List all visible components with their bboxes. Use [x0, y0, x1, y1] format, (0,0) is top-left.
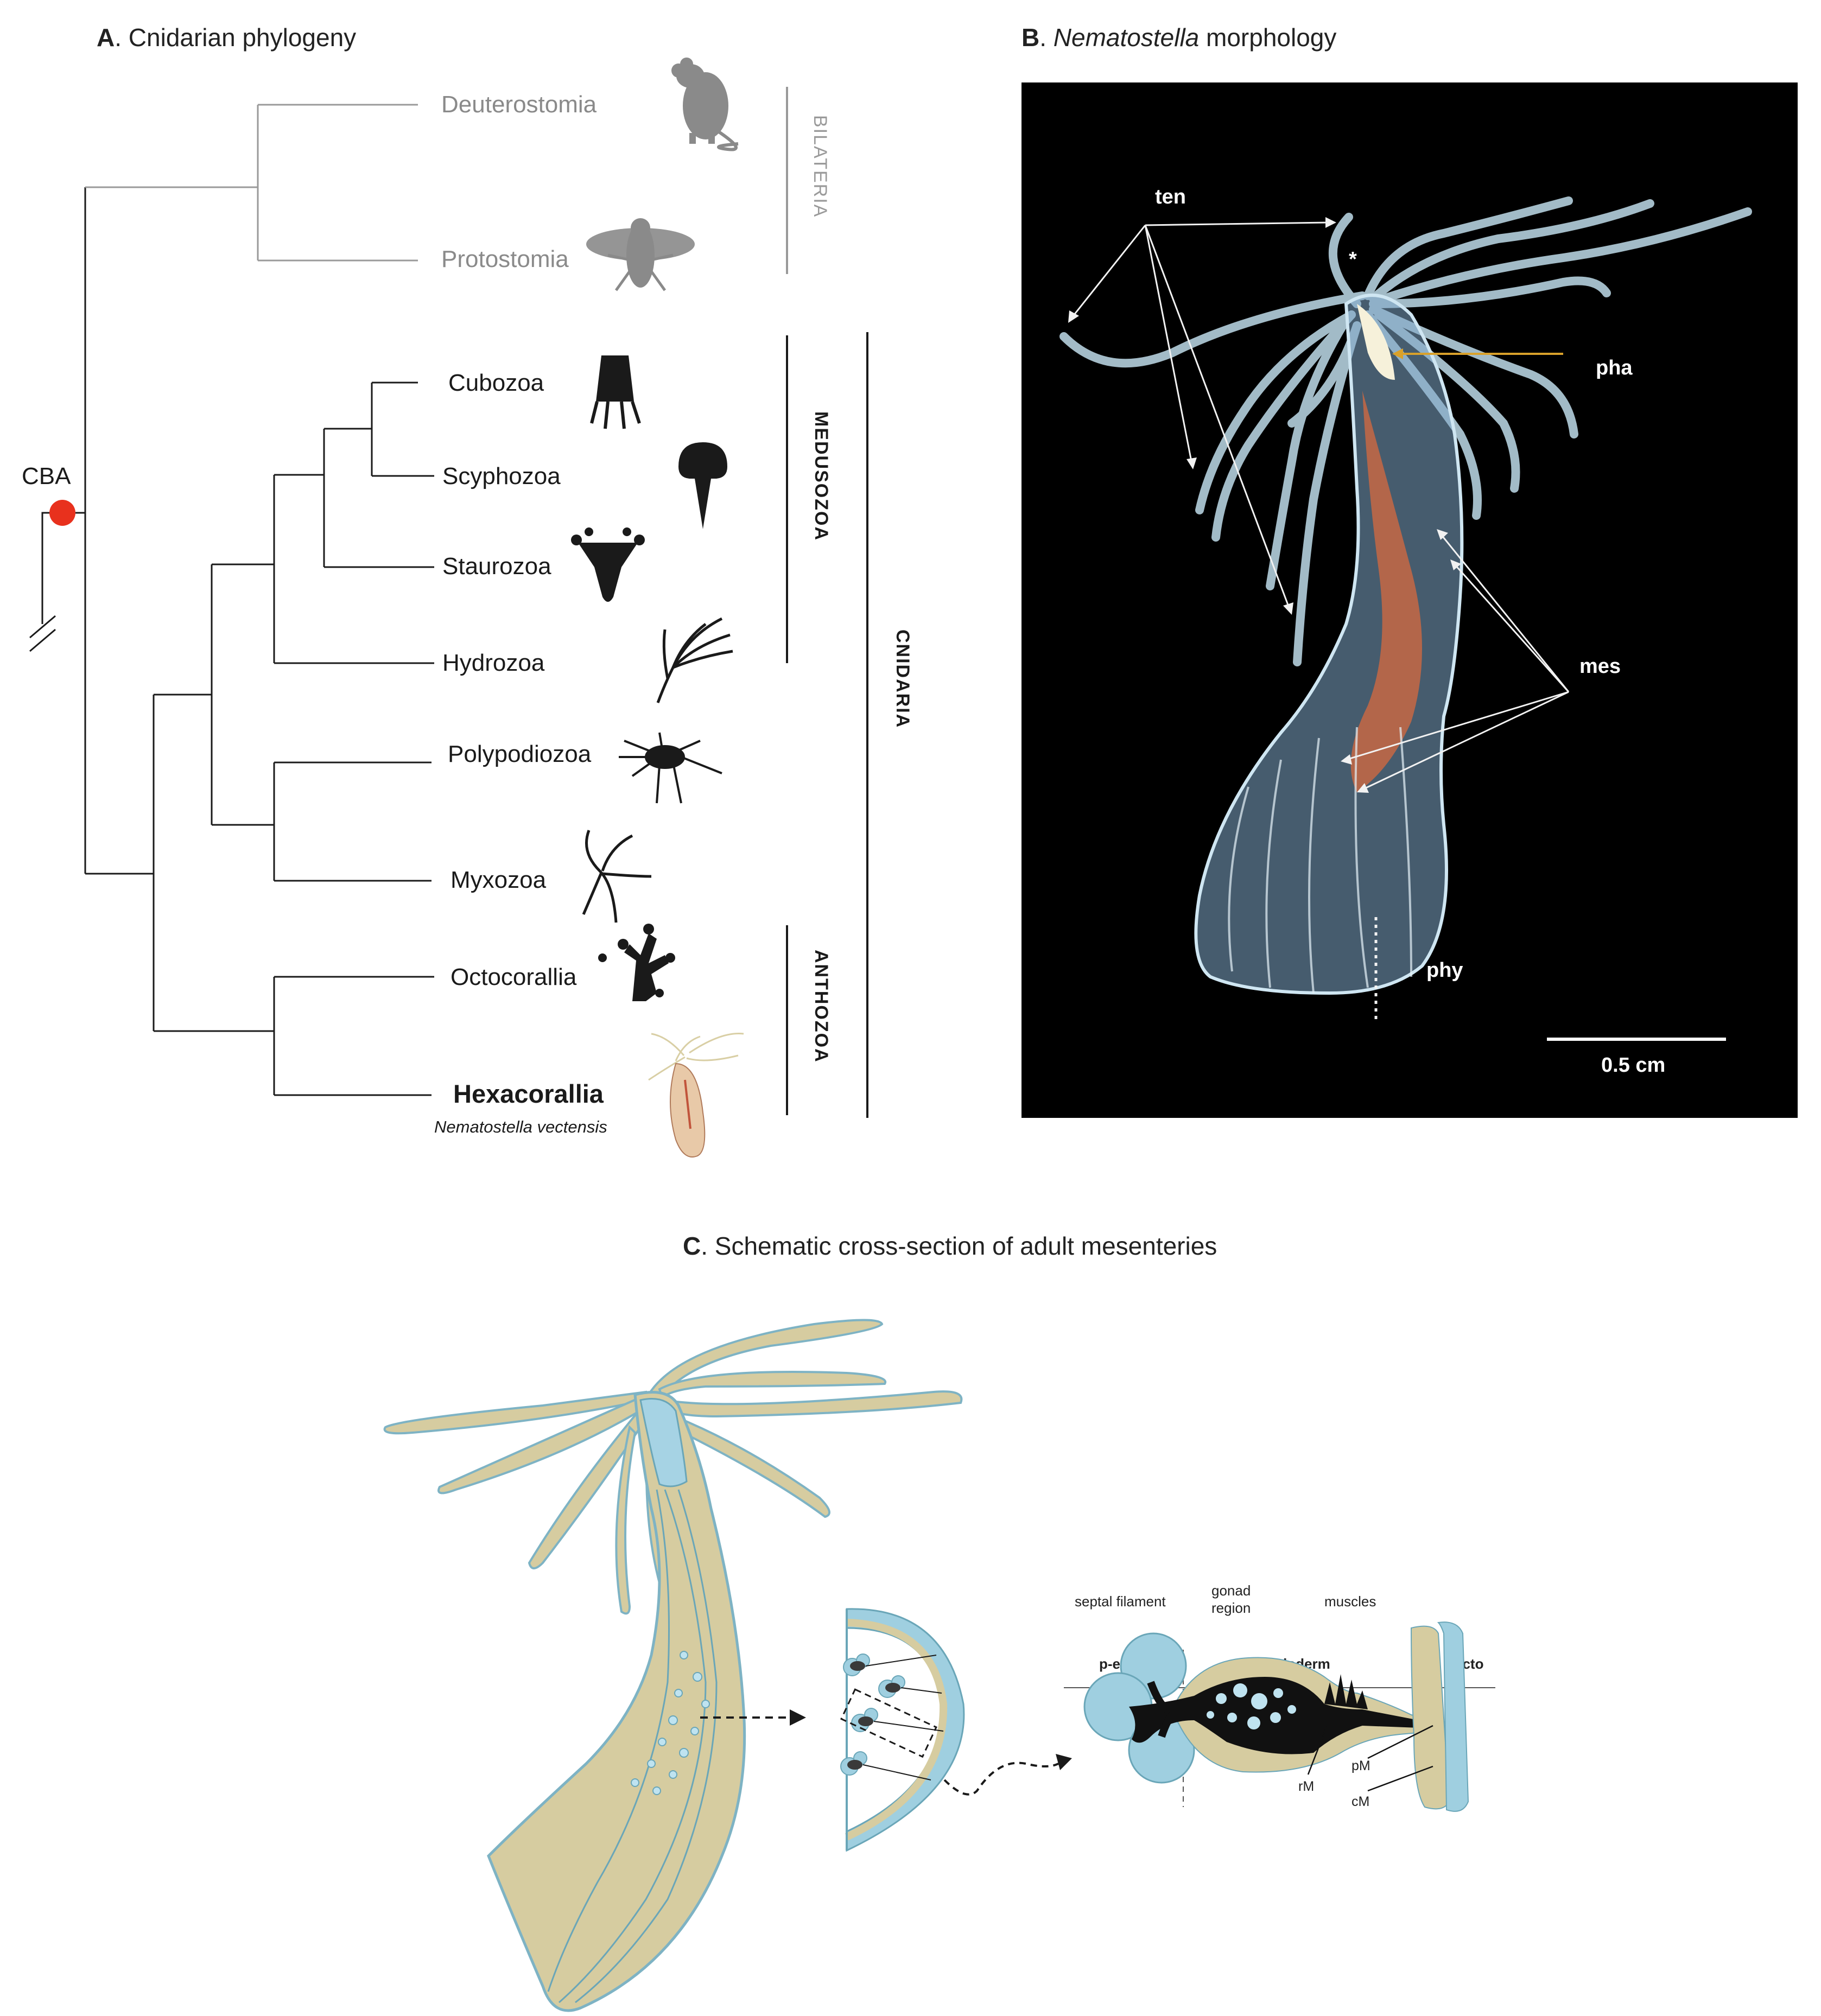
label-gonad-line1: gonad: [1211, 1582, 1251, 1599]
myxozoa-icon: [582, 830, 652, 923]
label-pM: pM: [1352, 1758, 1370, 1773]
tentacles: [1059, 196, 1752, 666]
schematic-column: [487, 1391, 746, 2012]
panel-c-letter: C: [683, 1232, 701, 1260]
taxon-cubozoa: Cubozoa: [448, 370, 544, 396]
taxon-scyphozoa: Scyphozoa: [442, 463, 561, 489]
root-branch: [41, 512, 62, 624]
taxon-deuterostomia: Deuterostomia: [441, 91, 597, 118]
rm-arrow: [1307, 1725, 1328, 1775]
panel-a-title-text: . Cnidarian phylogeny: [115, 23, 356, 52]
staurozoa-icon: [571, 527, 645, 602]
label-muscles: muscles: [1324, 1593, 1376, 1610]
panel-b-title-italic: Nematostella: [1054, 23, 1199, 52]
cm-arrow: [1367, 1765, 1433, 1792]
schematic-pharynx: [639, 1398, 688, 1487]
label-mes: mes: [1579, 655, 1621, 678]
taxon-octocorallia: Octocorallia: [451, 964, 577, 990]
nematostella-photo-drawing: [1059, 196, 1752, 995]
panel-a-letter: A: [97, 23, 115, 52]
taxon-hexacorallia: Hexacorallia: [453, 1079, 604, 1108]
label-septal-filament: septal filament: [1075, 1593, 1166, 1610]
mesoglea-branches: [1147, 1681, 1176, 1738]
dashed-arrow-2: [943, 1761, 1059, 1796]
mesoglea-core: [1129, 1677, 1433, 1754]
panel-a-phylogeny: A. Cnidarian phylogeny CBA: [22, 23, 913, 1158]
gonad-cells: [1207, 1683, 1296, 1729]
clade-anthozoa: ANTHOZOA: [811, 950, 832, 1063]
label-asterisk: *: [1349, 248, 1357, 271]
mesenteries-orange: [1350, 391, 1422, 792]
scyphozoa-icon: [678, 442, 727, 529]
taxon-myxozoa: Myxozoa: [451, 867, 547, 893]
clade-cnidaria: CNIDARIA: [892, 629, 913, 728]
taxon-hydrozoa: Hydrozoa: [442, 650, 545, 676]
panel-b-title-rest: morphology: [1199, 23, 1336, 52]
ten-arrows: [1068, 217, 1336, 615]
pm-arrow: [1367, 1725, 1433, 1759]
nematostella-icon: [648, 1032, 744, 1158]
panel-c-title-text: . Schematic cross-section of adult mesen…: [701, 1232, 1217, 1260]
cubozoa-icon: [590, 355, 641, 429]
panel-b-letter: B: [1021, 23, 1039, 52]
physa-lines: [1228, 727, 1412, 994]
hydrozoa-icon: [656, 617, 733, 703]
polyp-schematic: [383, 1319, 963, 2012]
clade-medusozoa: MEDUSOZOA: [811, 411, 832, 541]
label-pha: pha: [1596, 357, 1633, 379]
mesentery-detail: p-ecto endoderm ecto septal filament gon…: [1064, 1582, 1495, 1812]
body-column: [1194, 294, 1464, 995]
dashed-arrow-2-head: [1056, 1754, 1072, 1770]
label-cM: cM: [1352, 1794, 1369, 1809]
retractor-muscle-folds: [1324, 1674, 1368, 1709]
cba-label: CBA: [22, 463, 71, 489]
label-rM: rM: [1298, 1779, 1314, 1794]
polypodiozoa-icon: [619, 732, 722, 804]
taxon-protostomia: Protostomia: [441, 246, 569, 272]
half-cross-section: [840, 1608, 965, 1852]
panel-b-title: B. Nematostella morphology: [1021, 23, 1336, 52]
fly-icon: [586, 218, 695, 291]
scale-bar-label: 0.5 cm: [1601, 1054, 1665, 1077]
species-nematostella-vectensis: Nematostella vectensis: [434, 1117, 607, 1136]
root-break-mark-1: [29, 615, 56, 639]
label-gonad-line2: region: [1211, 1600, 1251, 1616]
panel-b-morphology: B. Nematostella morphology: [1021, 23, 1798, 1118]
dashed-arrow-1-head: [790, 1709, 806, 1726]
root-break-mark-2: [29, 628, 56, 652]
panel-c-title: C. Schematic cross-section of adult mese…: [683, 1232, 1217, 1260]
mes-arrows: [1341, 529, 1570, 793]
body-wall-ectoderm: [1437, 1621, 1469, 1812]
octocorallia-icon: [598, 924, 675, 1001]
clade-bilateria: BILATERIA: [810, 115, 830, 218]
mouse-icon: [671, 58, 739, 151]
cba-node-dot: [49, 500, 75, 526]
taxon-polypodiozoa: Polypodiozoa: [448, 741, 592, 767]
body-wall-gastrodermis: [1410, 1625, 1450, 1810]
panel-a-title: A. Cnidarian phylogeny: [97, 23, 356, 52]
panel-c-schematic: C. Schematic cross-section of adult mese…: [383, 1232, 1495, 2012]
label-ten: ten: [1155, 186, 1186, 208]
pharynx: [1357, 304, 1395, 380]
pha-arrowhead: [1392, 348, 1403, 359]
schematic-gonads: [631, 1651, 710, 1795]
label-phy: phy: [1426, 959, 1463, 982]
taxon-staurozoa: Staurozoa: [442, 553, 551, 580]
